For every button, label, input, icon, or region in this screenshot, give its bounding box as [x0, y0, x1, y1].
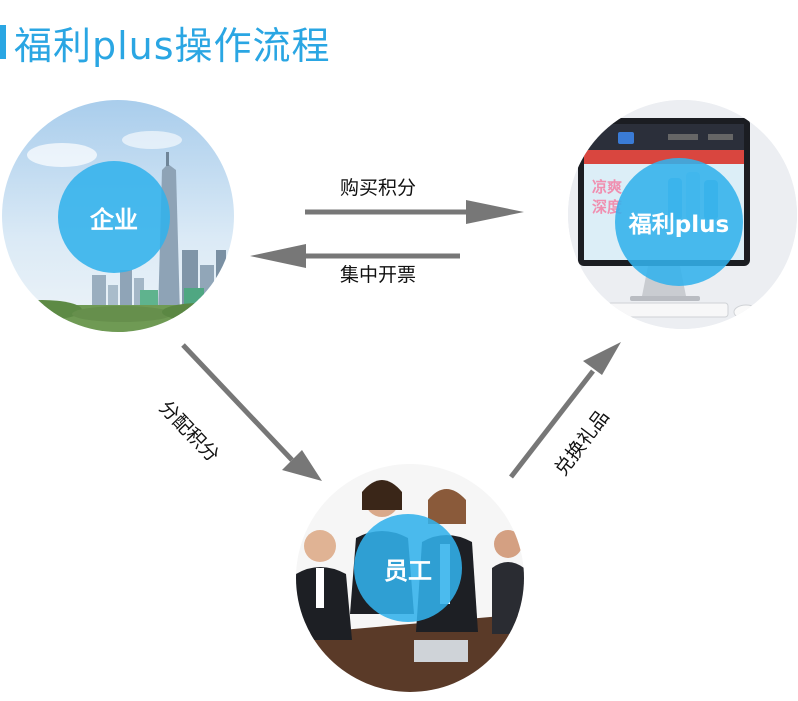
promo-line1: 凉爽: [592, 178, 622, 196]
business-team-image: [296, 464, 524, 692]
city-skyline-image: [2, 100, 234, 332]
arrow-buy-points: [305, 200, 524, 224]
arrow-allocate-points: [181, 343, 322, 481]
label-invoice: 集中开票: [340, 264, 417, 286]
arrow-redeem-gifts: [509, 342, 621, 479]
label-buy-points: 购买积分: [340, 177, 417, 199]
platform-node: 凉爽 深度 福利plus: [568, 100, 797, 329]
platform-badge: 福利plus: [615, 158, 743, 286]
page-title: 福利plus操作流程: [0, 16, 331, 68]
arrow-invoice: [250, 244, 460, 268]
enterprise-node: 企业: [2, 100, 234, 332]
employee-node: 员工: [296, 464, 524, 692]
enterprise-badge: 企业: [58, 161, 170, 273]
employee-badge: 员工: [354, 514, 462, 622]
title-text: 福利plus操作流程: [14, 23, 331, 68]
title-accent-bar: [0, 25, 6, 59]
